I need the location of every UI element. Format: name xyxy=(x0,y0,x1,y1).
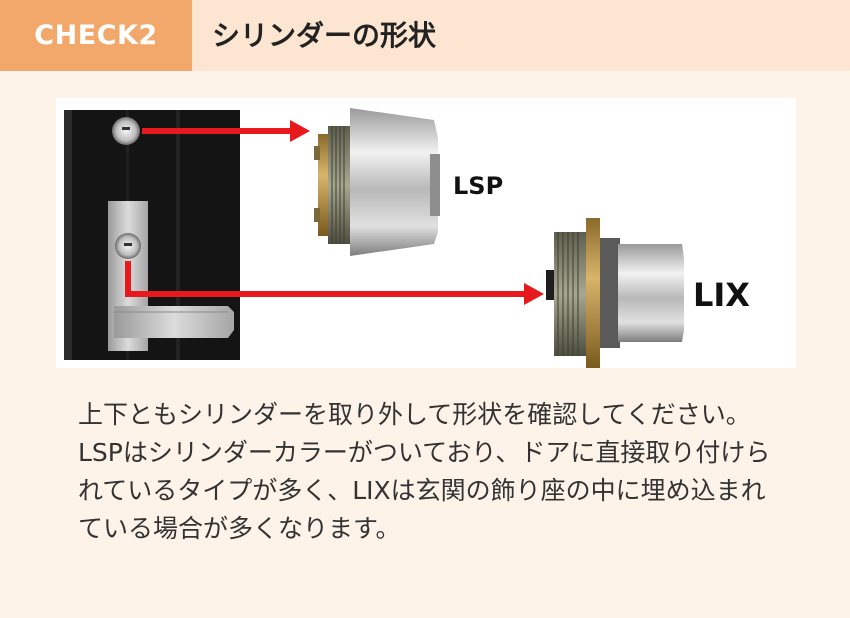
description: 上下ともシリンダーを取り外して形状を確認してください。 LSPはシリンダーカラー… xyxy=(78,396,778,548)
section-title: シリンダーの形状 xyxy=(212,19,437,52)
lix-label: LIX xyxy=(693,276,750,314)
door-photo xyxy=(64,110,240,360)
section-header: CHECK2 シリンダーの形状 xyxy=(0,0,850,71)
lever-handle xyxy=(114,306,234,338)
cylinder-figure: LSP LIX xyxy=(56,98,796,368)
arrow-upper xyxy=(142,120,310,142)
lsp-label: LSP xyxy=(453,172,503,200)
cylinder-illustration: LSP LIX xyxy=(64,108,750,368)
description-paragraph-1: 上下ともシリンダーを取り外して形状を確認してください。 xyxy=(78,400,751,429)
lsp-cylinder xyxy=(314,108,440,256)
check-badge: CHECK2 xyxy=(0,0,192,71)
description-paragraph-2: LSPはシリンダーカラーがついており、ドアに直接取り付けられているタイプが多く、… xyxy=(78,438,771,543)
lix-cylinder xyxy=(546,218,684,368)
upper-cylinder xyxy=(112,117,140,145)
arrow-lower xyxy=(125,261,544,305)
